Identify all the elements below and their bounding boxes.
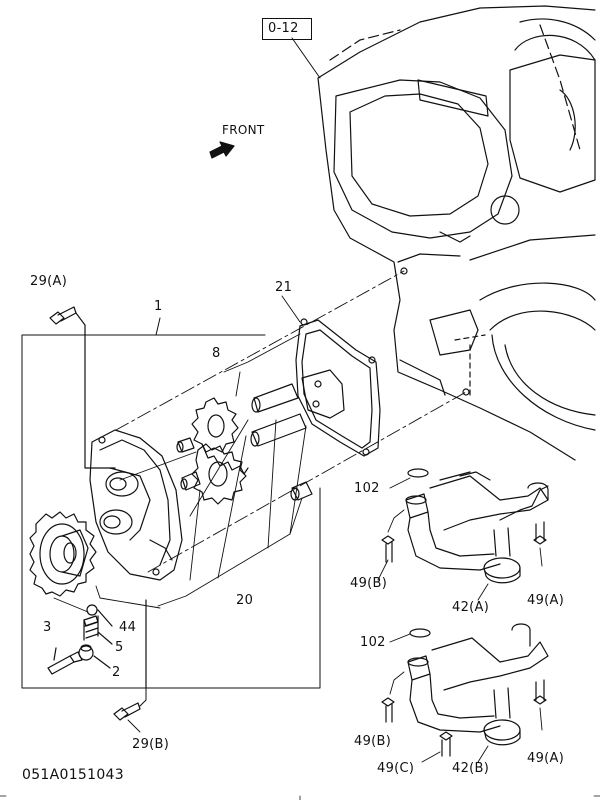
callout-42b: 42(B) — [452, 761, 490, 776]
callout-49b-bottom: 49(B) — [354, 734, 392, 749]
callout-102-top: 102 — [354, 481, 380, 496]
callout-20: 20 — [236, 593, 254, 608]
bolt-49b-bottom — [381, 671, 405, 723]
drive-gear — [29, 511, 97, 597]
front-arrow-icon — [209, 141, 235, 159]
gasket-21 — [295, 318, 381, 457]
reference-box: 0-12 — [262, 18, 312, 40]
bolt-29a — [49, 306, 116, 469]
pump-body — [89, 429, 183, 581]
relief-valve-parts — [47, 604, 113, 675]
bolt-29b — [113, 599, 147, 733]
callout-49a-bottom: 49(A) — [527, 751, 565, 766]
engine-block — [317, 5, 596, 461]
callout-29a: 29(A) — [30, 274, 68, 289]
reference-box-label: 0-12 — [268, 21, 299, 36]
callout-2: 2 — [112, 665, 121, 680]
bolt-49b-top — [381, 509, 405, 563]
callout-29b: 29(B) — [132, 737, 170, 752]
callout-3: 3 — [43, 620, 52, 635]
oil-strainer-b — [407, 623, 549, 746]
inner-gears — [191, 397, 249, 505]
center-lines — [115, 270, 467, 573]
callout-49c: 49(C) — [377, 761, 415, 776]
callout-49a-top: 49(A) — [527, 593, 565, 608]
bolt-49a-top — [533, 521, 547, 567]
callout-44: 44 — [119, 620, 137, 635]
callout-49b-top: 49(B) — [350, 576, 388, 591]
oil-strainer-a — [405, 468, 549, 584]
leader-lines — [53, 295, 307, 613]
assembly-frame-1 — [21, 334, 321, 689]
shafts — [176, 383, 313, 501]
callout-1: 1 — [154, 299, 163, 314]
callout-8: 8 — [212, 346, 221, 361]
callout-42a: 42(A) — [452, 600, 490, 615]
front-label: FRONT — [222, 123, 265, 137]
callout-5: 5 — [115, 640, 124, 655]
bolt-49a-bottom — [533, 679, 547, 731]
bolt-49c — [421, 731, 453, 763]
drawing-number: 051A0151043 — [22, 767, 124, 783]
callout-102-bottom: 102 — [360, 635, 386, 650]
callout-21: 21 — [275, 280, 293, 295]
